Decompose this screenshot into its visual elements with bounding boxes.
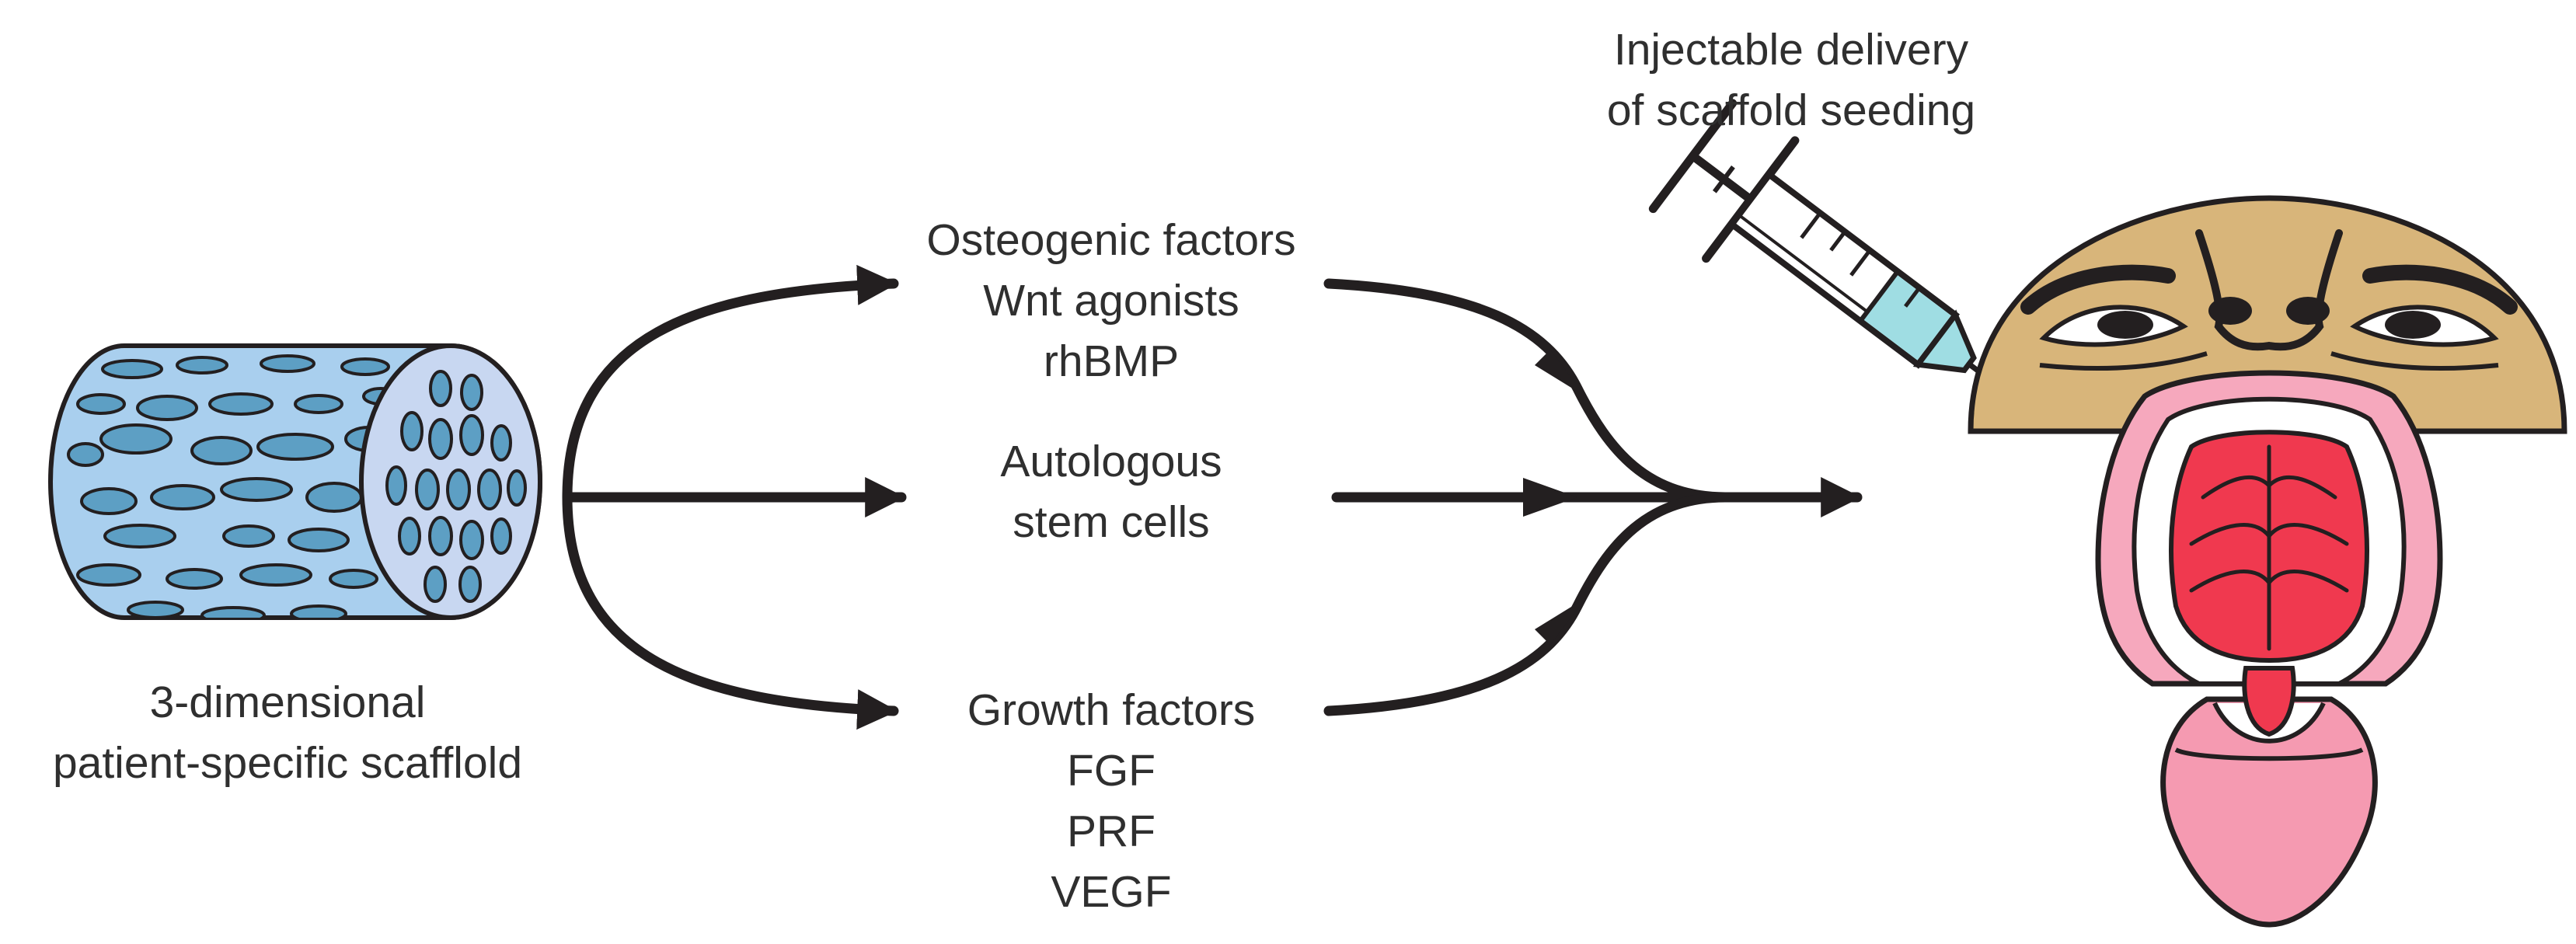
pathway-top-line-1: Osteogenic factors	[926, 215, 1296, 265]
pathway-middle-line-1: Autologous	[1000, 437, 1222, 486]
pathway-bottom-line-4: VEGF	[1051, 867, 1172, 917]
scaffold-icon	[48, 343, 542, 620]
pathway-top-label: Osteogenic factors Wnt agonists rhBMP	[870, 210, 1352, 392]
pathway-top-line-3: rhBMP	[1043, 336, 1180, 386]
delivery-caption: Injectable delivery of scaffold seeding	[1539, 19, 2044, 141]
converge-arrows	[1323, 278, 1863, 716]
patient-face-icon	[1968, 195, 2567, 928]
syringe-icon	[1648, 99, 2059, 433]
branch-arrows	[562, 264, 907, 730]
scaffold-caption-line-2: patient-specific scafflold	[52, 738, 523, 788]
pathway-middle-label: Autologous stem cells	[870, 431, 1352, 552]
arrow-to-top	[562, 264, 899, 503]
converge-arrowheads	[1523, 350, 1585, 645]
arrow-to-bottom	[562, 492, 899, 730]
pathway-middle-line-2: stem cells	[1013, 497, 1210, 547]
pathway-bottom-line-3: PRF	[1067, 806, 1156, 856]
pathway-bottom-label: Growth factors FGF PRF VEGF	[870, 680, 1352, 922]
delivery-caption-line-2: of scaffold seeding	[1606, 85, 1976, 135]
pathway-bottom-line-1: Growth factors	[967, 685, 1256, 735]
pathway-top-line-2: Wnt agonists	[983, 276, 1239, 326]
pathway-bottom-line-2: FGF	[1067, 746, 1156, 796]
scaffold-caption-line-1: 3-dimensional	[149, 678, 426, 727]
delivery-caption-line-1: Injectable delivery	[1613, 25, 1969, 75]
scaffold-caption: 3-dimensional patient-specific scafflold	[16, 672, 559, 793]
